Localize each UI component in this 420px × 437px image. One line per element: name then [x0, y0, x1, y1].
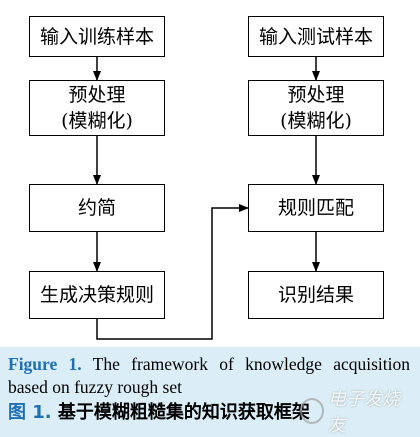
train-preprocess-sublabel: (模糊化) — [61, 110, 133, 132]
train-preprocess-box: 预处理 (模糊化) — [29, 80, 165, 136]
train-input-box: 输入训练样本 — [29, 16, 165, 57]
reduce-label: 约简 — [77, 197, 116, 219]
arrow-rules-to-match — [96, 204, 249, 340]
flowchart: 输入训练样本 预处理 (模糊化) 约简 生成决策规则 输入测试样本 预处理 (模… — [29, 16, 384, 340]
caption-zh-label: 图 1. — [8, 402, 52, 423]
flowchart-connectors — [93, 57, 320, 340]
caption-english: Figure 1. The framework of knowledge acq… — [8, 353, 410, 399]
test-preprocess-sublabel: (模糊化) — [280, 110, 352, 132]
caption-en-text: The framework of knowledge acquisition b… — [8, 354, 410, 397]
caption-chinese: 图 1. 基于模糊粗糙集的知识获取框架 — [8, 401, 410, 425]
result-box: 识别结果 — [248, 271, 384, 319]
watermark: 电子发烧友 — [300, 389, 410, 436]
result-label: 识别结果 — [277, 284, 354, 306]
caption-zh-text: 基于模糊粗糙集的知识获取框架 — [57, 402, 310, 423]
train-preprocess-label: 预处理 — [68, 84, 126, 106]
test-input-box: 输入测试样本 — [248, 16, 384, 57]
figure-caption: Figure 1. The framework of knowledge acq… — [0, 347, 420, 437]
caption-en-label: Figure 1. — [8, 354, 82, 374]
test-preprocess-box: 预处理 (模糊化) — [248, 80, 384, 136]
reduce-box: 约简 — [29, 184, 165, 232]
watermark-logo-icon — [300, 398, 325, 424]
rules-box: 生成决策规则 — [29, 271, 165, 319]
watermark-text: 电子发烧友 — [328, 389, 401, 436]
train-input-label: 输入训练样本 — [39, 25, 154, 48]
match-label: 规则匹配 — [277, 197, 354, 219]
rules-label: 生成决策规则 — [39, 284, 154, 306]
test-input-label: 输入测试样本 — [258, 25, 373, 48]
test-preprocess-label: 预处理 — [287, 84, 345, 106]
match-box: 规则匹配 — [248, 184, 384, 232]
